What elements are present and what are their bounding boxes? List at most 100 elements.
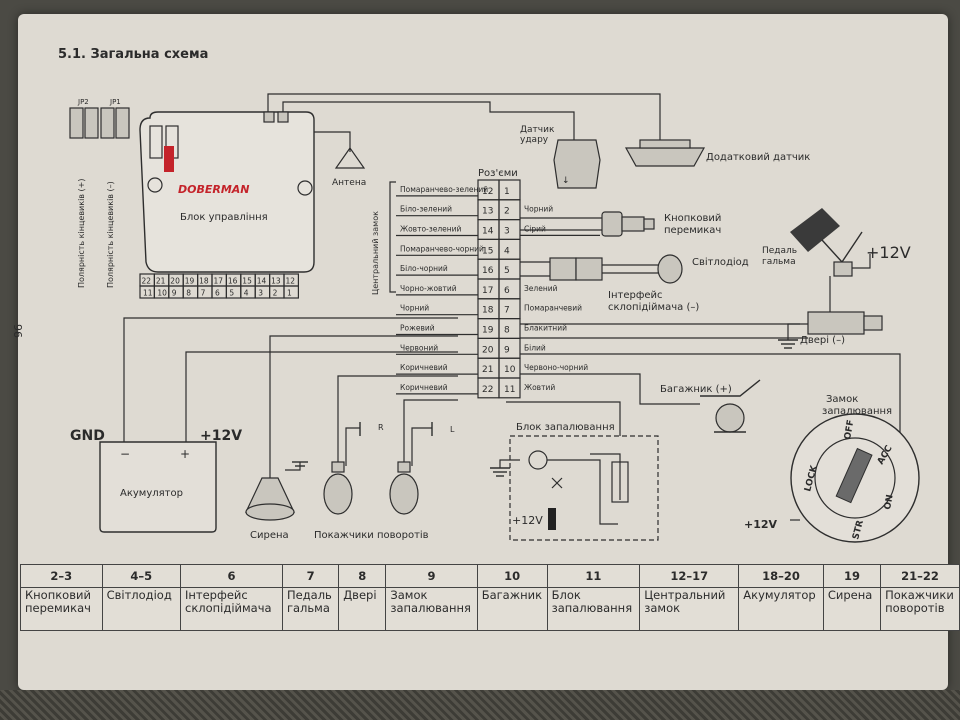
legend-pin-cell: 2–3 xyxy=(20,564,103,588)
page-title: 5.1. Загальна схема xyxy=(58,47,208,62)
wire-trunk xyxy=(520,373,700,405)
connector-pin-right-number: 4 xyxy=(504,246,510,256)
ignition-lock-label-2: запалювання xyxy=(822,406,892,417)
lock-position-off: OFF xyxy=(843,419,856,440)
unit-pin-bottom-label: 5 xyxy=(229,289,234,298)
battery-plus: + xyxy=(180,447,190,461)
connector-wire-left-color: Помаранчево-зелений xyxy=(400,185,488,194)
connector-pin-left-number: 17 xyxy=(482,286,493,296)
unit-port-a xyxy=(263,111,275,123)
unit-pin-bottom-label: 2 xyxy=(273,289,278,298)
jumper-jp2-b xyxy=(84,107,99,139)
unit-pin-bottom-label: 4 xyxy=(244,289,249,298)
turn-signal-r-label: R xyxy=(378,423,384,432)
shock-sensor-label-1: Датчик xyxy=(520,125,555,135)
legend-label-cell: Покажчики поворотів xyxy=(880,587,960,631)
connector-wire-left-color: Червоний xyxy=(400,343,438,352)
jumper-polarity-minus: Полярність кінцевиків (–) xyxy=(106,181,115,288)
connector-wire-left-color: Коричневий xyxy=(400,363,448,372)
connector-pin-left-number: 12 xyxy=(482,187,493,197)
window-interface-label-2: склопідіймача (–) xyxy=(608,301,699,313)
connector-pin-right-number: 11 xyxy=(504,385,515,395)
trunk-label: Багажник (+) xyxy=(660,384,732,395)
connector-wire-left-color: Чорно-жовтий xyxy=(400,284,457,293)
battery-minus: − xyxy=(120,447,130,461)
connector-pin-left-number: 21 xyxy=(482,365,493,375)
wire-ignition-acc xyxy=(520,353,901,440)
connector-pin-right-number: 2 xyxy=(504,207,510,217)
doors-label: Двері (–) xyxy=(800,334,845,346)
unit-pin-bottom-label: 3 xyxy=(258,289,263,298)
connector-wire-right-color: Червоно-чорний xyxy=(524,363,588,372)
wire-brake-pedal xyxy=(520,276,831,325)
extra-sensor-label: Додатковий датчик xyxy=(706,152,810,163)
control-unit-label: Блок управління xyxy=(180,211,268,223)
button-switch-label-1: Кнопковий xyxy=(664,213,721,224)
unit-pin-bottom-label: 7 xyxy=(201,289,206,298)
connector-pin-right xyxy=(498,377,521,399)
button-switch-label-2: перемикач xyxy=(664,225,721,236)
connector-wire-left-color: Біло-зелений xyxy=(400,205,452,214)
jumper-jp1-a xyxy=(100,107,115,139)
legend-pin-cell: 21–22 xyxy=(880,564,960,588)
legend-label-cell: Світлодіод xyxy=(101,587,182,631)
antenna-label: Антена xyxy=(332,178,366,188)
connector-wire-right-color: Помаранчевий xyxy=(524,304,582,313)
wire-extra-sensor xyxy=(267,93,661,140)
connector-pin-right-number: 7 xyxy=(504,306,510,316)
ignition-plus12v-label: +12V xyxy=(744,518,778,531)
brake-pedal: Педаль гальма +12V xyxy=(762,208,911,277)
unit-pin-bottom-label: 1 xyxy=(287,289,292,298)
connector-wire-right-color: Сірий xyxy=(524,225,546,234)
ignition-block-label: Блок запалювання xyxy=(516,422,615,433)
legend-pin-cell: 19 xyxy=(822,564,882,588)
legend-label-cell: Кнопковий перемикач xyxy=(20,587,103,631)
button-switch: Кнопковий перемикач xyxy=(520,211,721,237)
connector-pin-left-number: 15 xyxy=(482,246,493,256)
connector-wire-right-color: Чорний xyxy=(524,205,553,214)
connector-title: Роз'єми xyxy=(478,168,518,179)
jumper-polarity-plus: Полярність кінцевиків (+) xyxy=(77,178,86,288)
brake-plus12v-label: +12V xyxy=(866,243,911,262)
connector-pin-left-number: 19 xyxy=(482,326,494,336)
connector-pin-left-number: 13 xyxy=(482,207,493,217)
legend-label-cell: Багажник xyxy=(476,587,548,631)
legend-label-cell: Педаль гальма xyxy=(281,587,340,631)
mount-hole-left xyxy=(147,177,163,193)
jumper-jp1-b xyxy=(115,107,130,139)
gnd-label: GND xyxy=(70,428,105,444)
legend-pin-cell: 18–20 xyxy=(738,564,824,588)
led-label: Світлодіод xyxy=(692,256,749,268)
unit-pin-top-label: 16 xyxy=(228,277,238,286)
unit-pin-top-label: 17 xyxy=(214,277,224,286)
central-lock-label: Центральний замок xyxy=(371,211,380,295)
brand-logo: DOBERMAN xyxy=(178,183,250,196)
shock-sensor: Датчик удару ↓ xyxy=(520,125,601,189)
legend-label-cell: Акумулятор xyxy=(738,587,824,631)
door-switch: Двері (–) xyxy=(778,311,883,349)
connector-wire-right-color: Зелений xyxy=(524,284,558,293)
extra-sensor: Додатковий датчик xyxy=(624,139,810,167)
unit-pin-top-label: 14 xyxy=(257,277,267,286)
unit-pin-bottom-label: 6 xyxy=(215,289,220,298)
legend-label-cell: Сирена xyxy=(822,587,882,631)
jumpers: JP2 JP1 Полярність кінцевиків (+) Полярн… xyxy=(69,98,130,288)
jumper-label-jp1: JP1 xyxy=(109,98,121,106)
connector-wire-left-color: Жовто-зелений xyxy=(400,225,462,234)
connector-pin-left-number: 14 xyxy=(482,227,494,237)
unit-switch-left xyxy=(149,125,163,159)
unit-pin-top-label: 21 xyxy=(156,277,166,286)
jumper-jp2-a xyxy=(69,107,84,139)
connector-wire-left-color: Помаранчево-чорний xyxy=(400,244,484,253)
connector-wire-right-color: Білий xyxy=(524,343,546,352)
legend-pin-cell: 4–5 xyxy=(101,564,182,588)
unit-pin-bottom-label: 10 xyxy=(157,289,167,298)
connector-pin-right-number: 1 xyxy=(504,187,510,197)
connector-wire-right-color: Жовтий xyxy=(524,383,555,392)
ignition-lock: Замок запалювання LOCK OFF ACC ON STR +1… xyxy=(744,394,920,543)
antenna: Антена xyxy=(314,131,366,188)
battery-plus12v-label: +12V xyxy=(200,428,242,444)
